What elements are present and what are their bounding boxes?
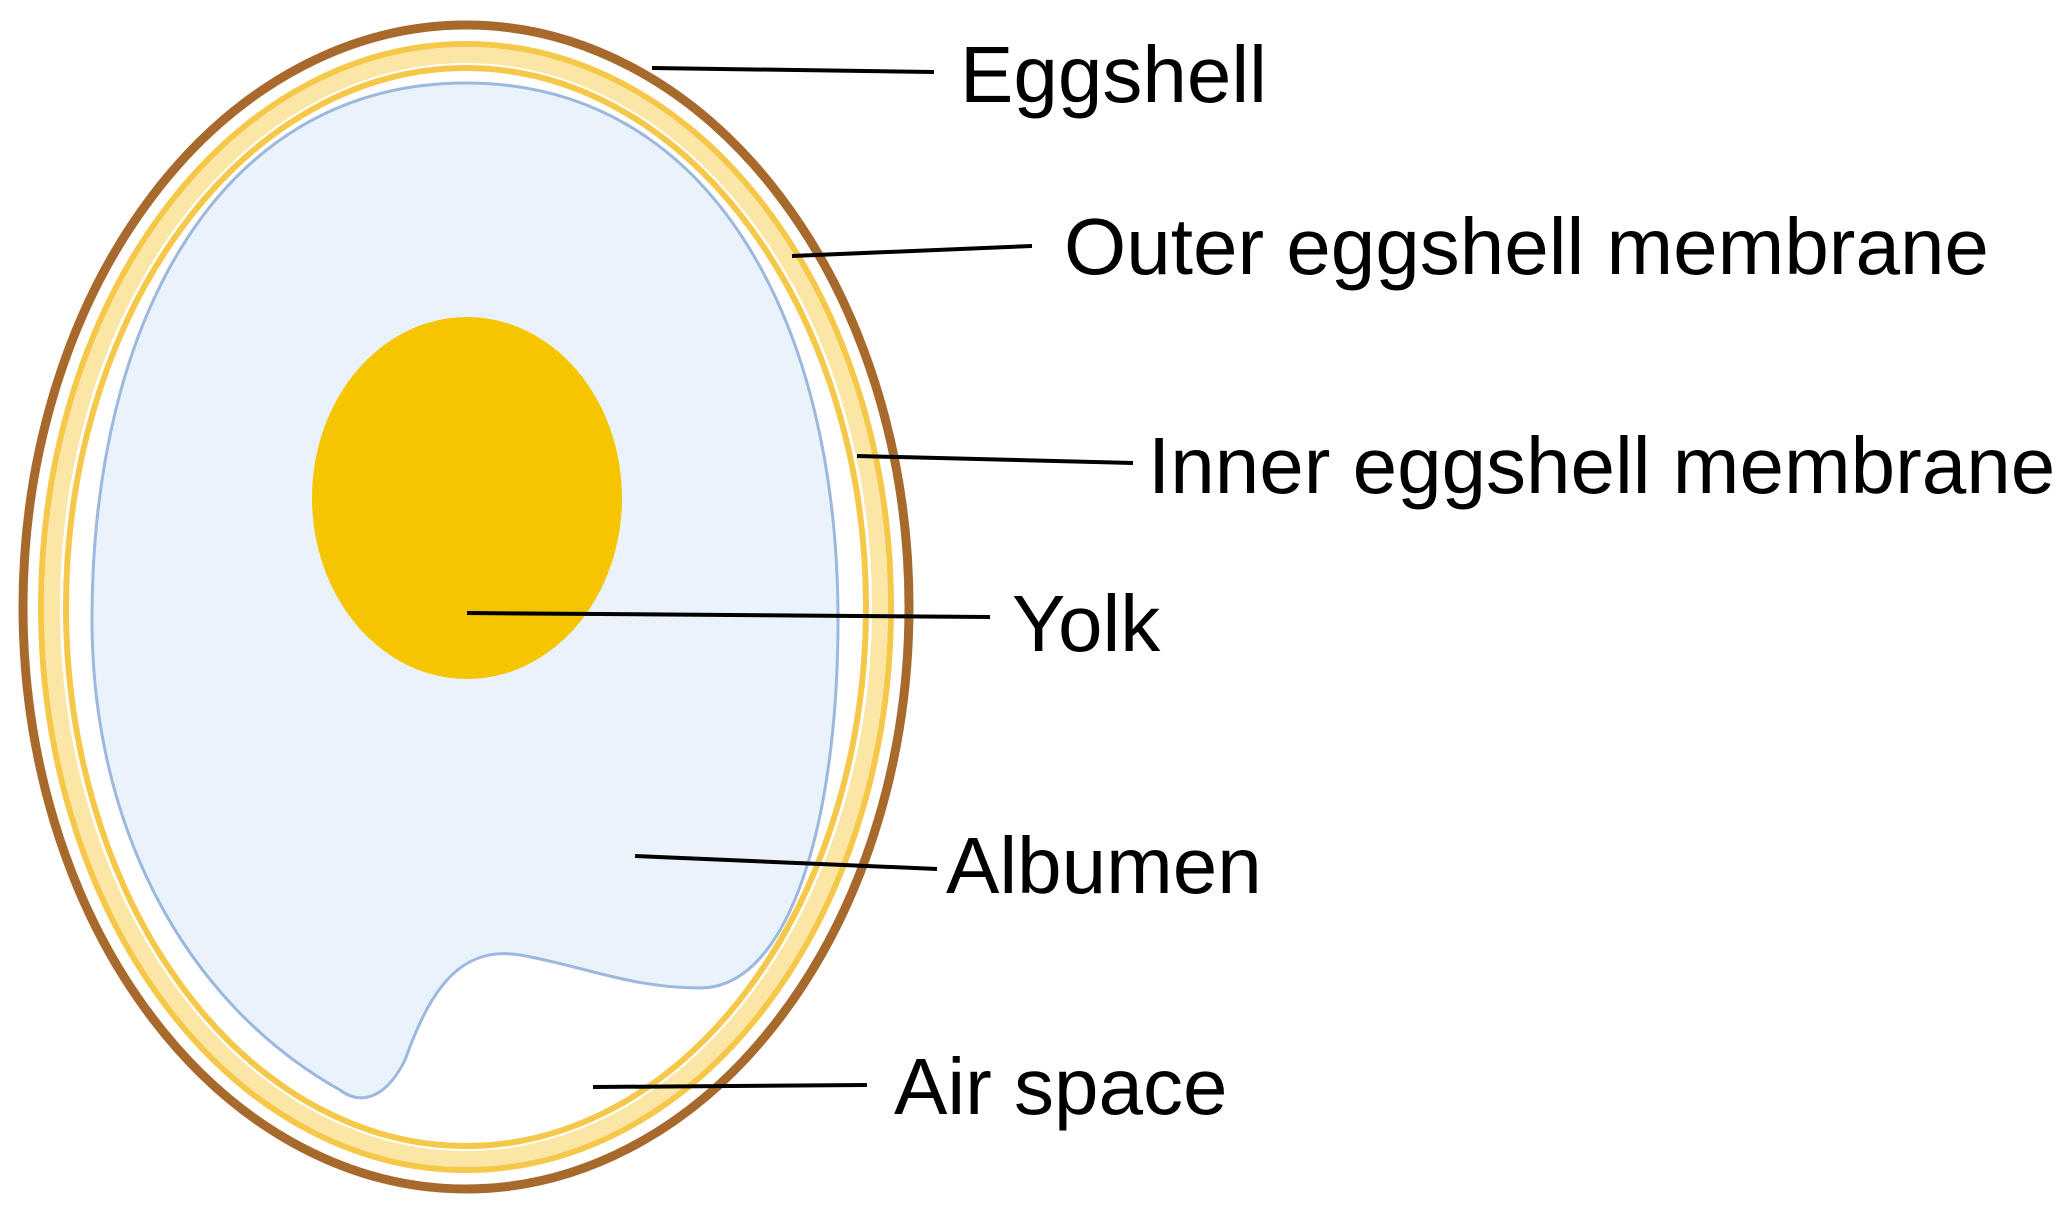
outer-eggshell-membrane-label: Outer eggshell membrane bbox=[1064, 202, 1989, 291]
yolk-label: Yolk bbox=[1012, 579, 1161, 668]
yolk-shape bbox=[312, 317, 622, 679]
outer-membrane-leader-line bbox=[791, 244, 1033, 258]
yolk-leader-line bbox=[466, 611, 991, 619]
inner-membrane-leader-line bbox=[856, 454, 1134, 465]
membrane-fill-band bbox=[44, 47, 888, 1167]
albumen-leader-line bbox=[634, 854, 938, 871]
air-space-label: Air space bbox=[894, 1042, 1227, 1131]
outer-eggshell-membrane-shape bbox=[38, 41, 894, 1173]
eggshell-leader-line bbox=[651, 66, 935, 74]
albumen-label: Albumen bbox=[946, 821, 1262, 910]
inner-eggshell-membrane-label: Inner eggshell membrane bbox=[1148, 421, 2055, 510]
eggshell-label: Eggshell bbox=[960, 30, 1267, 119]
air-space-leader-line bbox=[592, 1083, 868, 1089]
